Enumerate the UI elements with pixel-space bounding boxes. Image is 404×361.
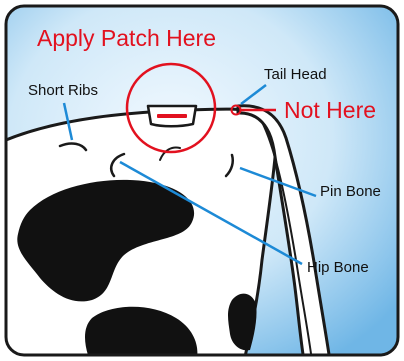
apply-patch-label: Apply Patch Here bbox=[37, 27, 216, 50]
not-here-label: Not Here bbox=[284, 99, 376, 122]
hip-bone-label: Hip Bone bbox=[307, 260, 369, 275]
patch-stripe bbox=[157, 114, 187, 118]
short-ribs-label: Short Ribs bbox=[28, 83, 98, 98]
tail-head-label: Tail Head bbox=[264, 67, 327, 82]
pin-bone-label: Pin Bone bbox=[320, 184, 381, 199]
